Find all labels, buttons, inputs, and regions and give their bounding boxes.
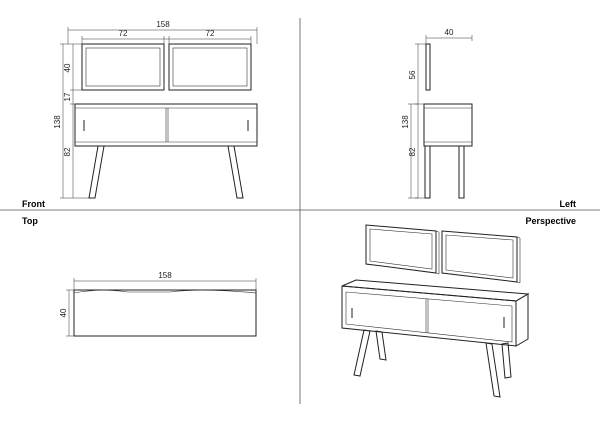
front-view: 158 72 72 40 17 82 138 [53, 20, 258, 199]
view-label-top: Top [22, 216, 38, 226]
left-legs [424, 145, 465, 199]
left-dim-heights: 56 82 [408, 43, 426, 199]
svg-text:82: 82 [408, 147, 417, 156]
view-label-perspective: Perspective [525, 216, 576, 226]
front-legs [88, 145, 244, 199]
top-dim-depth: 40 [59, 289, 74, 337]
front-dim-total-height: 138 [53, 43, 70, 199]
svg-text:72: 72 [206, 29, 215, 38]
svg-text:17: 17 [63, 92, 72, 101]
perspective-legs [353, 329, 512, 398]
top-outline [73, 289, 257, 337]
svg-text:40: 40 [445, 28, 454, 37]
front-dim-overall-width: 158 [67, 20, 258, 44]
svg-text:40: 40 [63, 63, 72, 72]
left-cabinet-side [423, 103, 473, 147]
svg-text:138: 138 [53, 115, 62, 129]
svg-text:72: 72 [119, 29, 128, 38]
top-view: 158 40 [59, 271, 257, 337]
left-mirror-side [425, 43, 431, 91]
svg-text:138: 138 [401, 115, 410, 129]
front-mirror-right [168, 43, 252, 91]
left-dim-total-height: 138 [401, 103, 418, 199]
view-label-left: Left [560, 199, 577, 209]
left-view: 40 56 82 138 [401, 28, 473, 199]
perspective-mirror-right [441, 230, 521, 284]
front-mirror-left [81, 43, 165, 91]
perspective-cabinet [341, 279, 530, 347]
perspective-mirror-left [365, 224, 440, 275]
view-label-front: Front [22, 199, 45, 209]
svg-text:40: 40 [59, 308, 68, 317]
svg-text:82: 82 [63, 147, 72, 156]
front-dim-heights: 40 17 82 [63, 43, 89, 199]
front-dim-mirror-widths: 72 72 [81, 29, 252, 44]
top-dim-width: 158 [73, 271, 257, 290]
front-cabinet [74, 103, 258, 147]
perspective-view [341, 224, 530, 398]
svg-text:158: 158 [158, 271, 172, 280]
svg-text:56: 56 [408, 70, 417, 79]
left-dim-mirror-depth: 40 [425, 28, 473, 44]
svg-text:158: 158 [156, 20, 170, 29]
